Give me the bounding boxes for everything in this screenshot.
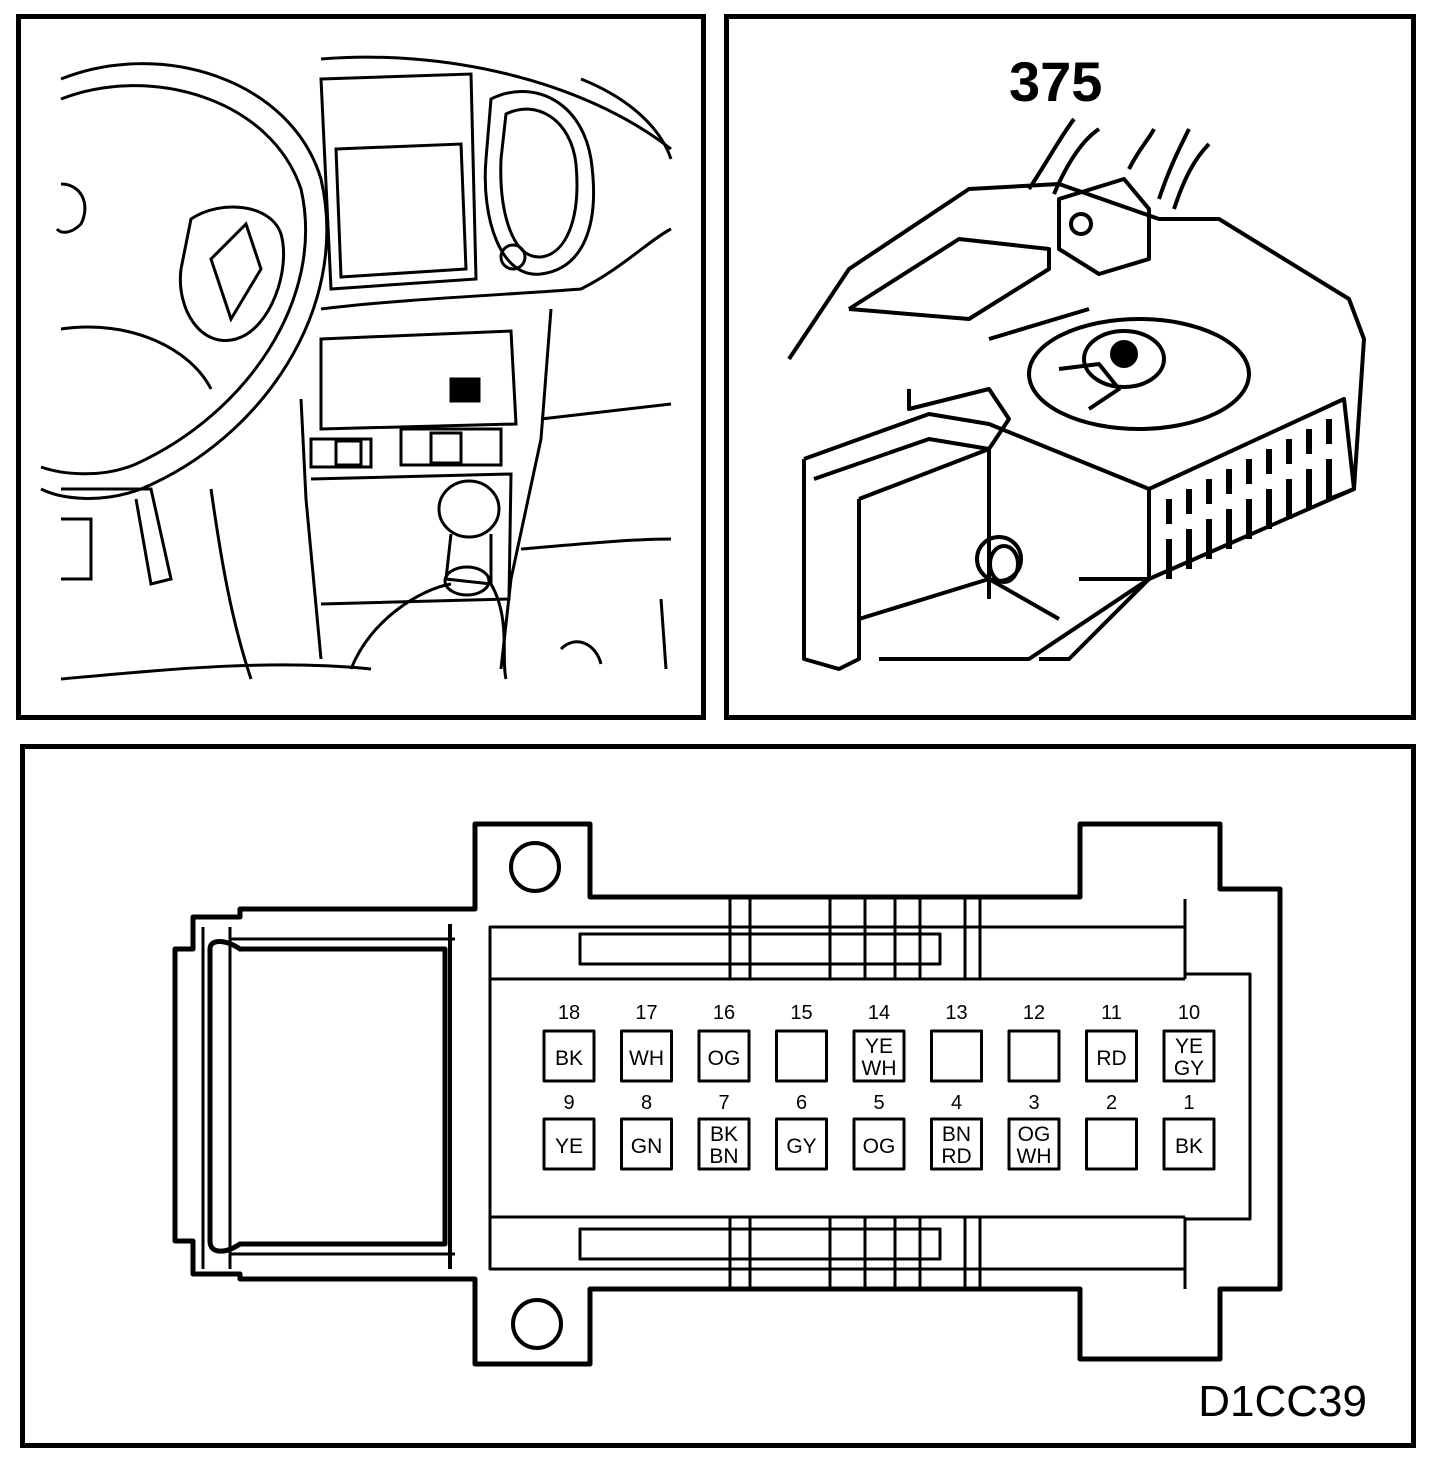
connector-sketch — [787, 117, 1366, 671]
pin-8: 8GN — [620, 1092, 673, 1171]
pin-cavity — [852, 1117, 906, 1171]
wire-color-label: BK — [710, 1123, 738, 1146]
pin-cavity — [775, 1029, 828, 1083]
pin-5: 5OG — [852, 1092, 906, 1171]
wire-color-label: OG — [863, 1135, 896, 1158]
pin-cavity — [620, 1029, 673, 1083]
pin-cavity — [542, 1117, 596, 1171]
wire-color-label: WH — [1017, 1145, 1052, 1168]
wire-color-label: RD — [1096, 1047, 1126, 1070]
wire-color-label: BN — [709, 1145, 738, 1168]
pin-number: 14 — [868, 1002, 890, 1024]
pin-cavity — [775, 1117, 828, 1171]
pin-number: 4 — [951, 1092, 962, 1114]
pin-cavity — [697, 1029, 751, 1083]
pin-1: 1BK — [1162, 1092, 1216, 1171]
pin-number: 2 — [1106, 1092, 1117, 1114]
connector-view-panel: 375 — [724, 14, 1416, 720]
pin-13: 13 — [930, 1002, 983, 1083]
wire-color-label: YE — [555, 1135, 583, 1158]
wire-color-label: GN — [631, 1135, 663, 1158]
wire-color-label: GY — [786, 1135, 816, 1158]
pin-cavity — [852, 1029, 906, 1083]
pin-cavity — [1085, 1029, 1138, 1083]
pin-number: 8 — [641, 1092, 652, 1114]
wire-color-label: YE — [865, 1035, 893, 1058]
wire-color-label: WH — [862, 1057, 897, 1080]
pin-2: 2 — [1085, 1092, 1138, 1171]
wire-color-label: GY — [1174, 1057, 1204, 1080]
diagram-code: D1CC39 — [1198, 1377, 1367, 1426]
pin-number: 3 — [1028, 1092, 1039, 1114]
pin-cavity — [1007, 1029, 1061, 1083]
pin-number: 13 — [945, 1002, 967, 1024]
wire-color-label: WH — [629, 1047, 664, 1070]
pin-cavity — [542, 1029, 596, 1083]
wire-color-label: BN — [942, 1123, 971, 1146]
wire-color-label: BK — [555, 1047, 583, 1070]
pin-9: 9YE — [542, 1092, 596, 1171]
pin-number: 7 — [718, 1092, 729, 1114]
pin-number: 16 — [713, 1002, 735, 1024]
pin-12: 12 — [1007, 1002, 1061, 1083]
dashboard-sketch — [40, 55, 673, 681]
pin-number: 5 — [873, 1092, 884, 1114]
pin-cavity — [930, 1029, 983, 1083]
connector-callout-label: 375 — [1009, 50, 1103, 113]
pin-number: 1 — [1183, 1092, 1194, 1114]
wire-color-label: OG — [1018, 1123, 1051, 1146]
pin-number: 11 — [1101, 1002, 1122, 1024]
pin-number: 18 — [558, 1002, 580, 1024]
pin-number: 10 — [1178, 1002, 1200, 1024]
pin-number: 9 — [563, 1092, 574, 1114]
pin-15: 15 — [775, 1002, 828, 1083]
wire-color-label: BK — [1175, 1135, 1203, 1158]
wire-color-label: OG — [708, 1047, 741, 1070]
pin-number: 17 — [635, 1002, 657, 1024]
location-view-panel — [16, 14, 706, 720]
pin-number: 12 — [1023, 1002, 1045, 1024]
pin-cavity — [1162, 1117, 1216, 1171]
pin-cavity — [1085, 1117, 1138, 1171]
pin-number: 6 — [796, 1092, 807, 1114]
pin-cavity — [930, 1117, 983, 1171]
wire-color-label: YE — [1175, 1035, 1203, 1058]
pin-cavity — [620, 1117, 673, 1171]
pin-number: 15 — [790, 1002, 812, 1024]
pin-6: 6GY — [775, 1092, 828, 1171]
pin-cavity — [697, 1117, 751, 1171]
wire-color-label: RD — [941, 1145, 971, 1168]
pin-cavity — [1162, 1029, 1216, 1083]
pin-cavity — [1007, 1117, 1061, 1171]
